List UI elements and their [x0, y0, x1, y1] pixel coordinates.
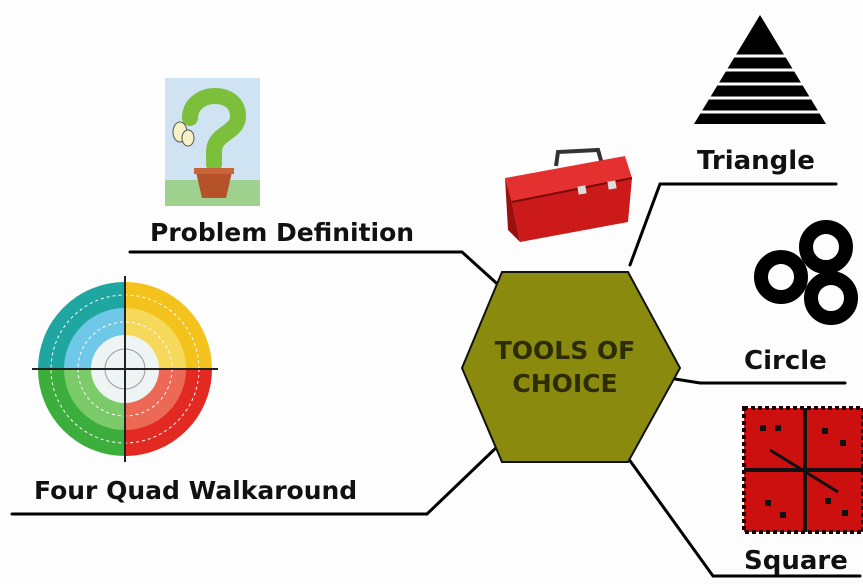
connector-problem-definition — [128, 250, 506, 292]
triangle-pyramid-icon — [694, 15, 826, 124]
four-quad-walkaround-label: Four Quad Walkaround — [34, 476, 358, 505]
connector-triangle — [628, 182, 838, 267]
hub-label-line-1: TOOLS OF — [494, 336, 636, 365]
problem-definition-label: Problem Definition — [150, 218, 415, 247]
connector-four-quad — [10, 442, 502, 516]
connector-circle — [673, 377, 847, 385]
three-circles-icon — [754, 220, 858, 325]
hub-label: TOOLS OF CHOICE — [470, 334, 660, 400]
tools-of-choice-hub — [460, 271, 682, 463]
question-mark-plant-icon — [165, 78, 260, 206]
triangle-label: Triangle — [697, 146, 815, 176]
connector-square — [626, 456, 862, 578]
toolbox-icon — [505, 147, 633, 242]
red-grid-square-icon — [742, 406, 863, 534]
square-label: Square — [744, 546, 848, 576]
four-quadrant-wheel-icon — [32, 276, 218, 462]
hub-label-line-2: CHOICE — [512, 369, 618, 398]
circle-label: Circle — [744, 346, 827, 376]
